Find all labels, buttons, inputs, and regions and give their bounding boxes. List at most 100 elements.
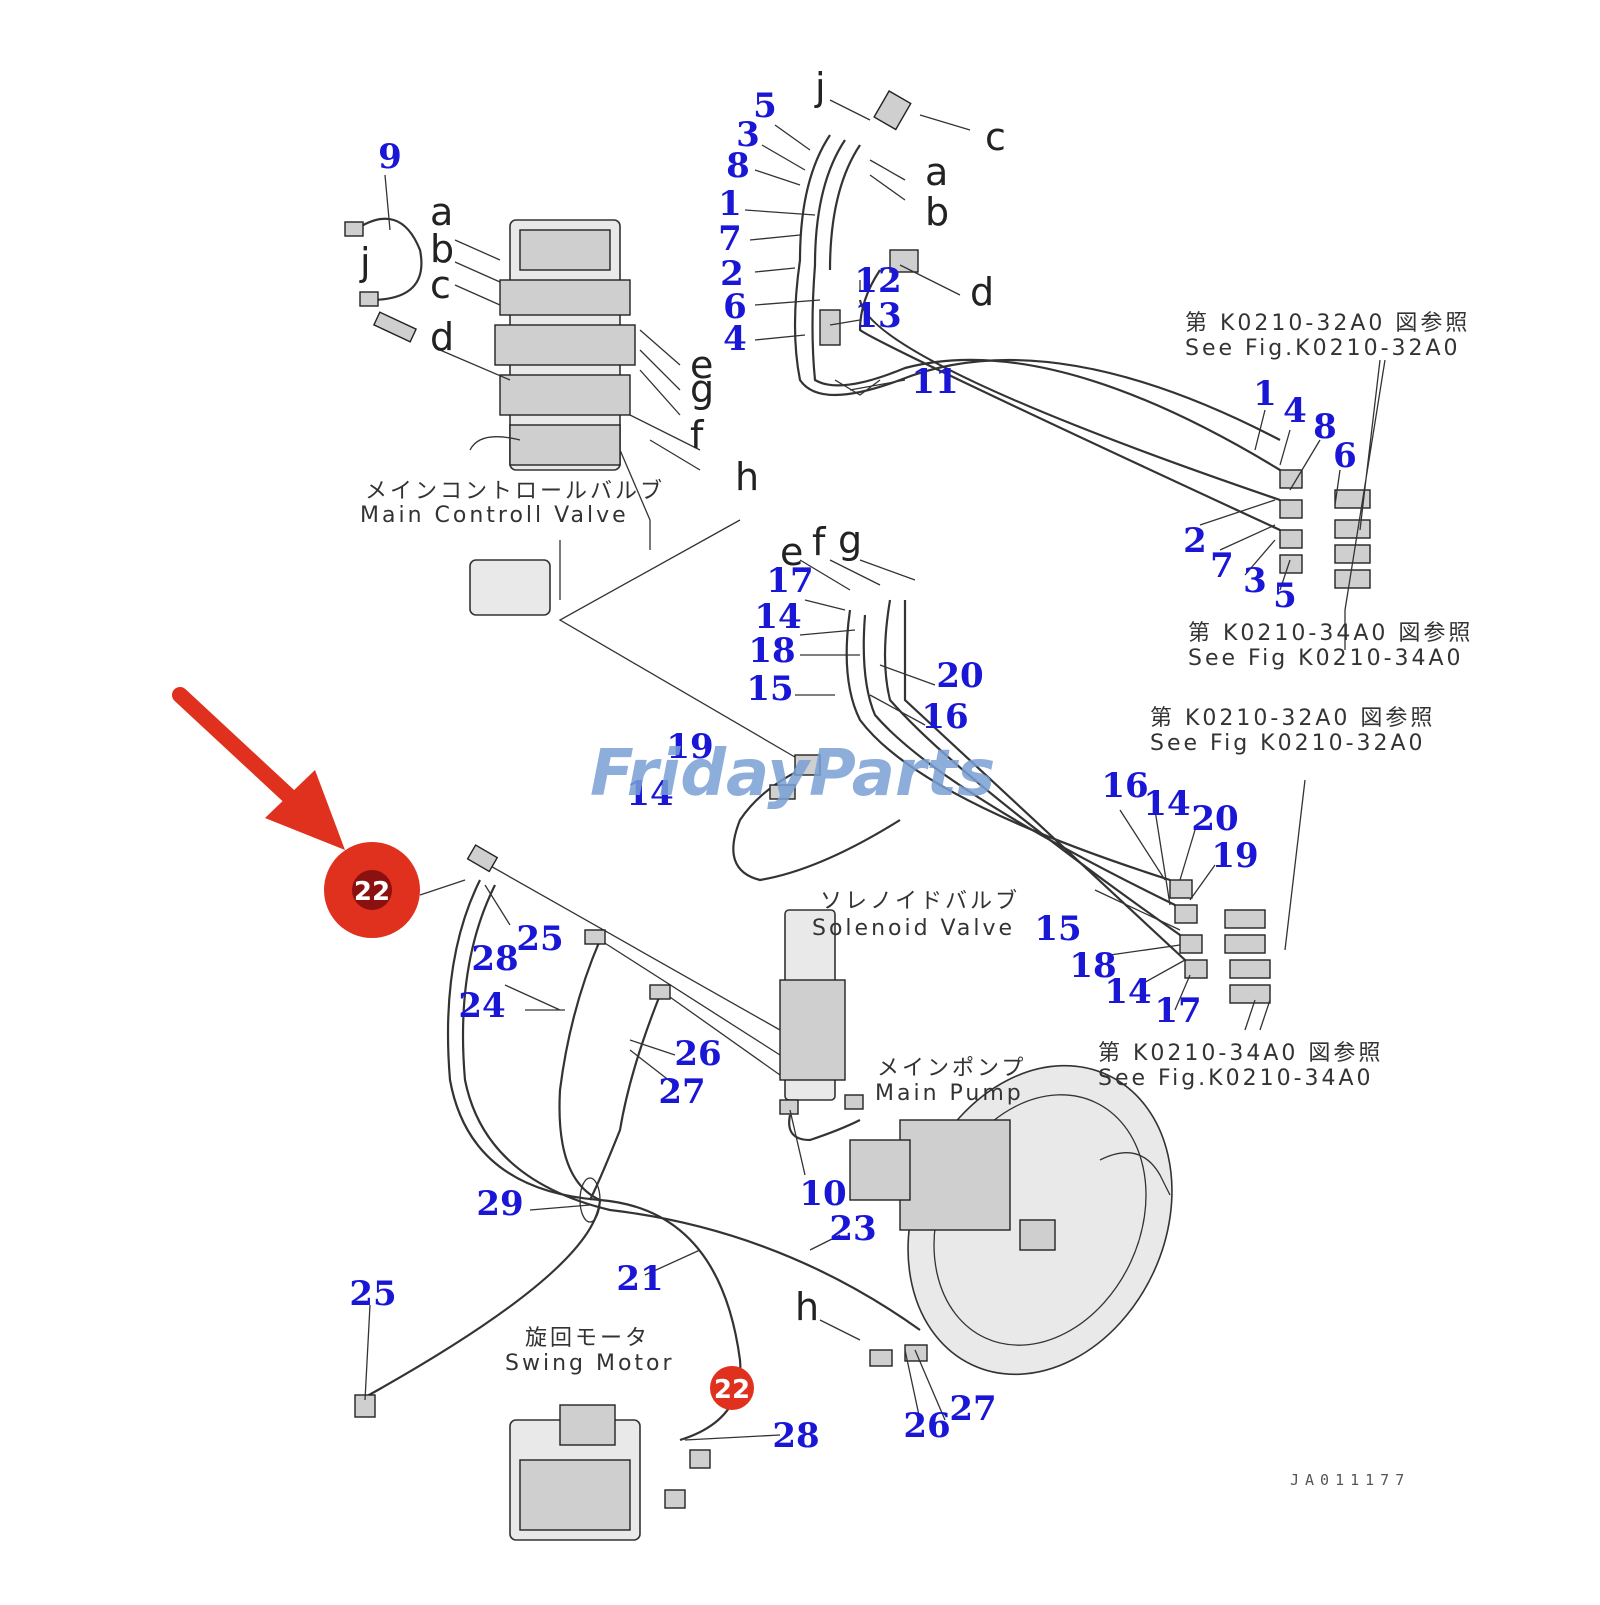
part-number: 26 — [903, 1406, 950, 1446]
part-number: 13 — [854, 296, 901, 336]
part-number: 18 — [1069, 946, 1116, 986]
swing-motor-en-label: Swing Motor — [505, 1351, 675, 1376]
reference-en-1: See Fig.K0210-32A0 — [1185, 336, 1461, 361]
port-letter: e — [690, 343, 713, 387]
port-letter: c — [430, 263, 451, 307]
part-number: 15 — [746, 669, 793, 709]
reference-jp-2: 第 K0210-34A0 図参照 — [1188, 621, 1473, 646]
port-letter: b — [430, 227, 454, 271]
port-letter: e — [780, 530, 803, 574]
main-control-valve-jp-label: メインコントロールバルブ — [365, 479, 665, 504]
main-pump-jp-label: メインポンプ — [877, 1056, 1026, 1081]
port-letter: f — [690, 413, 705, 457]
highlight-arrow — [172, 687, 345, 850]
port-letter: c — [985, 115, 1006, 159]
port-letter: a — [430, 190, 453, 234]
port-letter: d — [430, 315, 454, 359]
part-number: 5 — [753, 86, 777, 126]
port-letter: h — [735, 455, 759, 499]
swing-motor — [509, 1404, 711, 1541]
part-number: 4 — [1283, 391, 1307, 431]
part-number: 8 — [726, 146, 750, 186]
solenoid-valve — [479, 859, 846, 1101]
reference-en-4: See Fig.K0210-34A0 — [1098, 1066, 1374, 1091]
part-number: 20 — [1191, 799, 1238, 839]
main-control-valve — [469, 219, 801, 761]
leader-lines — [364, 124, 1341, 1441]
swing-motor-jp-label: 旋回モータ — [525, 1326, 650, 1351]
part-number: 14 — [754, 597, 801, 637]
part-number: 17 — [1154, 991, 1201, 1031]
part-number: 2 — [720, 254, 744, 294]
part-number: 12 — [854, 261, 901, 301]
part-number: 16 — [921, 697, 968, 737]
part-number: 14 — [1143, 784, 1190, 824]
part-numbers: 9 5 3 8 1 7 2 6 4 12 13 11 1 4 8 6 2 7 3… — [349, 86, 1357, 1456]
reference-jp-1: 第 K0210-32A0 図参照 — [1185, 311, 1470, 336]
part-number: 14 — [1104, 972, 1151, 1012]
part-number: 28 — [471, 939, 518, 979]
part-number: 14 — [626, 774, 673, 814]
part-number: 6 — [1333, 436, 1357, 476]
part-number: 29 — [476, 1184, 523, 1224]
main-pump — [779, 1064, 1173, 1376]
part-number: 1 — [718, 184, 742, 224]
part-number: 7 — [718, 219, 742, 259]
port-letter: g — [690, 367, 714, 411]
part-number: 26 — [674, 1034, 721, 1074]
part-number: 8 — [1313, 407, 1337, 447]
reference-jp-4: 第 K0210-34A0 図参照 — [1098, 1041, 1383, 1066]
main-pump-en-label: Main Pump — [875, 1081, 1024, 1106]
solenoid-valve-en-label: Solenoid Valve — [812, 916, 1015, 941]
part-number: 20 — [936, 656, 983, 696]
fittings-group-lower — [1169, 779, 1306, 1031]
part-number: 28 — [772, 1416, 819, 1456]
port-letter: b — [925, 190, 949, 234]
part-number: 17 — [766, 561, 813, 601]
highlight-part-label: 22 — [354, 877, 390, 907]
part-number: 11 — [911, 362, 958, 402]
fittings-group-upper — [1279, 359, 1386, 650]
part-number: 24 — [458, 986, 505, 1026]
part-number: 19 — [666, 727, 713, 767]
part-number: 18 — [748, 631, 795, 671]
part-number: 2 — [1183, 521, 1207, 561]
port-letters: a b c d e g f h j c a b d e f g h j — [359, 65, 1006, 1329]
port-letter: d — [970, 270, 994, 314]
part-number: 27 — [658, 1072, 705, 1112]
port-letter: j — [359, 240, 371, 284]
part-number: 25 — [349, 1274, 396, 1314]
part-number: 9 — [378, 137, 402, 177]
part-number: 19 — [1211, 836, 1258, 876]
part-number: 3 — [736, 115, 760, 155]
solenoid-valve-jp-label: ソレノイドバルブ — [820, 889, 1020, 914]
drawing-code: JA011177 — [1290, 1471, 1410, 1489]
part-number: 5 — [1273, 576, 1297, 616]
reference-en-2: See Fig K0210-34A0 — [1188, 646, 1464, 671]
part-number: 27 — [949, 1389, 996, 1429]
reference-en-3: See Fig K0210-32A0 — [1150, 731, 1426, 756]
watermark: FridayParts — [590, 737, 995, 811]
part-number: 25 — [516, 919, 563, 959]
main-control-valve-en-label: Main Controll Valve — [360, 503, 629, 528]
port-letter: g — [838, 518, 862, 562]
part-number: 1 — [1253, 374, 1277, 414]
part-number: 4 — [723, 319, 747, 359]
part-number: 6 — [723, 287, 747, 327]
part-number: 23 — [829, 1209, 876, 1249]
part-number: 21 — [616, 1259, 663, 1299]
port-letter: j — [814, 65, 826, 109]
reference-jp-3: 第 K0210-32A0 図参照 — [1150, 706, 1435, 731]
part-number: 16 — [1101, 766, 1148, 806]
highlight-badge-large: 22 — [324, 842, 420, 938]
part-number: 3 — [1243, 561, 1267, 601]
part-number: 7 — [1210, 546, 1234, 586]
part-number: 15 — [1034, 909, 1081, 949]
port-letter: a — [925, 150, 948, 194]
part-number: 10 — [799, 1174, 846, 1214]
port-letter: h — [795, 1285, 819, 1329]
port-letter: f — [812, 520, 827, 564]
highlight-part-label-small: 22 — [714, 1375, 750, 1405]
